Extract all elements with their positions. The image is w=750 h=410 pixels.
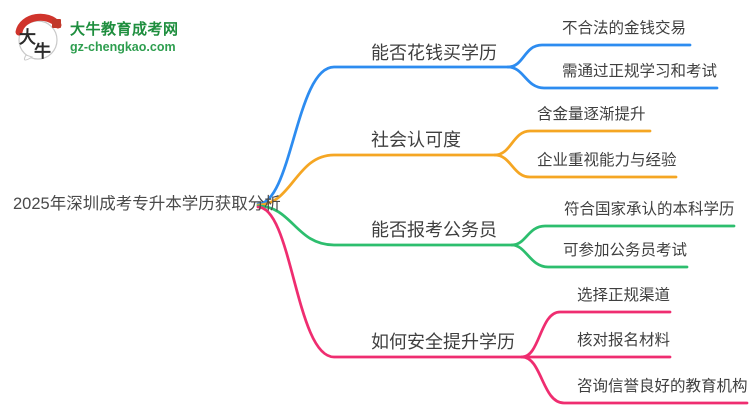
leaf-node-recognized-bachelor: 符合国家承认的本科学历: [564, 201, 735, 218]
daniu-logo-icon: 大 牛: [15, 13, 62, 61]
branch-lines-civil-servant: [256, 204, 736, 269]
site-logo: 大 牛 大牛教育成考网 gz-chengkao.com: [12, 8, 179, 64]
svg-text:大: 大: [19, 27, 36, 47]
branch-lines-social-recognition: [256, 129, 678, 207]
svg-text:牛: 牛: [34, 41, 51, 61]
leaf-node-illegal-transaction: 不合法的金钱交易: [562, 20, 687, 37]
leaf-node-formal-channels: 选择正规渠道: [577, 287, 671, 304]
leaf-node-check-materials: 核对报名材料: [577, 332, 671, 349]
branch-node-safe-upgrade: 如何安全提升学历: [371, 332, 515, 352]
branch-node-buy-degree: 能否花钱买学历: [371, 43, 497, 63]
branch-lines-buy-degree: [256, 43, 719, 206]
leaf-node-civil-exam-eligible: 可参加公务员考试: [563, 242, 688, 259]
logo-domain-text: gz-chengkao.com: [70, 40, 176, 54]
leaf-node-reputable-institutions: 咨询信誉良好的教育机构: [577, 378, 748, 395]
branch-node-civil-servant: 能否报考公务员: [371, 220, 497, 240]
leaf-node-ability-experience: 企业重视能力与经验: [537, 152, 677, 169]
logo-brand-text: 大牛教育成考网: [70, 21, 179, 38]
leaf-node-value-rising: 含金量逐渐提升: [537, 106, 646, 123]
mindmap-root-node: 2025年深圳成考专升本学历获取分析: [13, 195, 281, 213]
branch-lines-safe-upgrade: [256, 205, 749, 405]
branch-node-social-recognition: 社会认可度: [371, 130, 461, 150]
leaf-node-formal-study-exam: 需通过正规学习和考试: [562, 63, 718, 80]
